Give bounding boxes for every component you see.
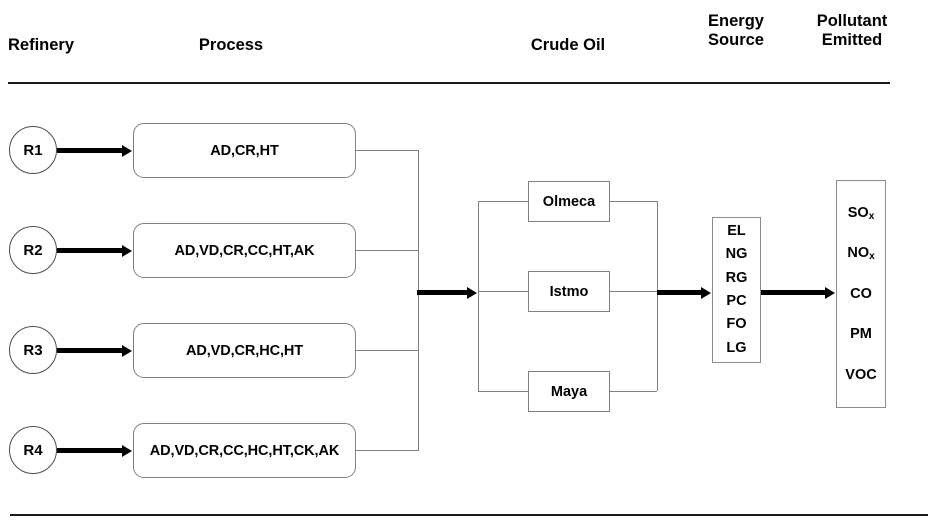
- pollutant-subscript: x: [869, 251, 875, 263]
- pollutant-base: VOC: [845, 366, 877, 383]
- process-box-r3[interactable]: AD,VD,CR,HC,HT: [133, 323, 356, 378]
- column-header-refinery: Refinery: [8, 36, 75, 54]
- pollutant-item-nox: NOx: [847, 245, 875, 263]
- energy-source-item: EL: [727, 222, 746, 239]
- pollutant-emitted-box[interactable]: SOx NOx CO PM VOC: [836, 180, 886, 408]
- process-collector-bus: [418, 150, 419, 450]
- header-divider-rule: [8, 82, 890, 84]
- refinery-label: R4: [23, 441, 43, 459]
- connector-process1-tap: [356, 150, 419, 151]
- refinery-node-r3[interactable]: R3: [9, 326, 57, 374]
- column-header-crude-oil: Crude Oil: [530, 36, 606, 54]
- energy-source-item: RG: [725, 269, 748, 286]
- column-header-pollutant-emitted: Pollutant Emitted: [816, 12, 888, 50]
- energy-source-box[interactable]: EL NG RG PC FO LG: [712, 217, 761, 363]
- pollutant-subscript: x: [868, 210, 875, 222]
- footer-divider-rule: [10, 514, 928, 516]
- connector-process2-tap: [356, 250, 419, 251]
- connector-olmeca-to-bus: [610, 201, 657, 202]
- process-label: AD,VD,CR,CC,HC,HT,CK,AK: [149, 442, 340, 459]
- arrow-r1-to-process: [57, 148, 123, 153]
- crude-oil-box-olmeca[interactable]: Olmeca: [528, 181, 610, 222]
- pollutant-item-voc: VOC: [845, 366, 877, 383]
- crude-oil-label: Istmo: [549, 283, 589, 300]
- connector-bus-to-maya: [478, 391, 528, 392]
- column-header-process: Process: [198, 36, 264, 54]
- process-label: AD,VD,CR,CC,HT,AK: [174, 242, 315, 259]
- energy-source-item: PC: [726, 293, 747, 309]
- connector-bus-to-istmo: [478, 291, 528, 292]
- pollutant-base: NO: [847, 245, 870, 262]
- refinery-node-r2[interactable]: R2: [9, 226, 57, 274]
- energy-source-item: NG: [725, 246, 748, 263]
- refinery-label: R3: [23, 341, 43, 359]
- connector-process3-tap: [356, 350, 419, 351]
- column-header-energy-source: Energy Source: [708, 12, 764, 50]
- connector-maya-to-bus: [610, 391, 657, 392]
- pollutant-item-co: CO: [850, 285, 872, 302]
- energy-source-item: LG: [726, 339, 747, 356]
- process-box-r4[interactable]: AD,VD,CR,CC,HC,HT,CK,AK: [133, 423, 356, 478]
- connector-process4-tap: [356, 450, 419, 451]
- crude-oil-label: Maya: [550, 383, 588, 400]
- process-box-r2[interactable]: AD,VD,CR,CC,HT,AK: [133, 223, 356, 278]
- crude-input-bus: [478, 201, 479, 391]
- crude-oil-label: Olmeca: [542, 193, 596, 210]
- arrow-r3-to-process: [57, 348, 123, 353]
- connector-istmo-to-bus: [610, 291, 657, 292]
- pollutant-base: PM: [850, 326, 872, 343]
- crude-oil-box-istmo[interactable]: Istmo: [528, 271, 610, 312]
- arrow-process-to-crude: [417, 290, 468, 295]
- process-box-r1[interactable]: AD,CR,HT: [133, 123, 356, 178]
- arrow-r4-to-process: [57, 448, 123, 453]
- arrow-energy-to-pollutant: [761, 290, 826, 295]
- pollutant-item-pm: PM: [850, 327, 872, 342]
- arrow-r2-to-process: [57, 248, 123, 253]
- pollutant-item-sox: SOx: [847, 204, 875, 222]
- crude-oil-box-maya[interactable]: Maya: [528, 371, 610, 412]
- process-label: AD,CR,HT: [210, 142, 279, 159]
- crude-output-bus: [657, 201, 658, 391]
- refinery-node-r4[interactable]: R4: [9, 426, 57, 474]
- refinery-label: R1: [23, 141, 43, 159]
- pollutant-base: CO: [850, 285, 872, 302]
- connector-bus-to-olmeca: [478, 201, 528, 202]
- arrow-crude-to-energy: [657, 290, 702, 295]
- refinery-label: R2: [23, 241, 43, 259]
- pollutant-base: SO: [847, 204, 869, 221]
- refinery-node-r1[interactable]: R1: [9, 126, 57, 174]
- process-label: AD,VD,CR,HC,HT: [185, 342, 303, 359]
- energy-source-item: FO: [726, 316, 747, 333]
